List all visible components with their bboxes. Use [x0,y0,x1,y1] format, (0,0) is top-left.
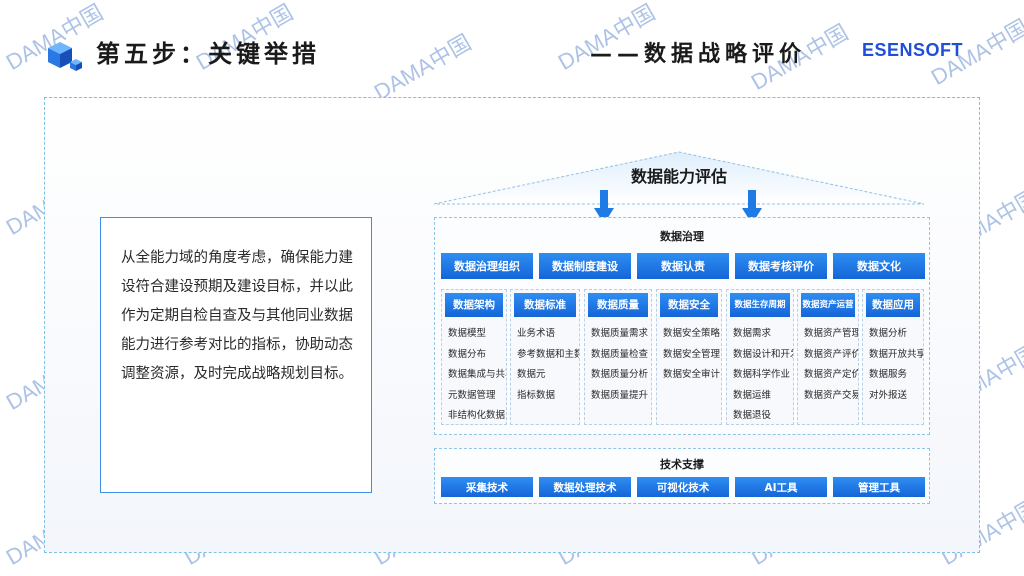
domain-item: 数据科学作业 [733,369,791,380]
roof-title: 数据能力评估 [630,167,727,186]
domain-item: 数据分析 [869,328,908,339]
page-title: 第五步：关键举措 [96,40,320,68]
domain-column-title: 数据资产运营 [801,293,855,317]
domain-item: 数据质量需求 [591,328,649,339]
domain-item: 数据质量提升 [591,389,649,401]
governance-item: 数据制度建设 [539,253,631,279]
domain-item: 数据设计和开发 [733,348,794,360]
domain-item: 数据资产管理 [804,328,859,339]
down-arrow-icon [742,190,762,224]
domain-item: 数据质量检查 [591,348,649,360]
domain-item: 指标数据 [517,389,556,401]
domain-item: 数据资产交易 [804,389,859,401]
governance-item: 数据考核评价 [735,253,827,279]
domain-column: 数据安全 数据安全策略 数据安全管理 数据安全审计 [656,289,722,425]
domain-column-title: 数据应用 [866,293,920,317]
domain-item: 数据资产定价 [804,369,859,380]
domain-item: 数据开放共享 [869,348,924,360]
domain-column: 数据质量 数据质量需求 数据质量检查 数据质量分析 数据质量提升 [584,289,652,425]
tech-item: 管理工具 [833,477,925,497]
governance-item: 数据文化 [833,253,925,279]
domain-item: 数据安全管理 [663,348,721,360]
domain-item: 数据资产评价 [804,348,859,360]
domain-column-title: 数据安全 [660,293,718,317]
domain-item: 数据运维 [733,389,772,401]
domain-item: 数据集成与共享 [448,369,506,380]
tech-item: AI工具 [735,477,827,497]
domain-item: 数据安全审计 [663,369,721,380]
domain-item: 数据模型 [448,328,487,339]
governance-title: 数据治理 [660,230,704,243]
domain-column-title: 数据生存周期 [730,293,790,317]
domain-column-title: 数据架构 [445,293,503,317]
domain-column: 数据生存周期 数据需求 数据设计和开发 数据科学作业 数据运维 数据退役 [726,289,794,425]
description-box: 从全能力域的角度考虑，确保能力建设符合建设预期及建设目标，并以此作为定期自检自查… [100,217,372,493]
watermark: DAMA中国 [369,29,476,106]
domain-column: 数据应用 数据分析 数据开放共享 数据服务 对外报送 [862,289,924,425]
domain-column-title: 数据标准 [514,293,576,317]
domain-item: 数据需求 [733,328,772,339]
roof-shape [434,151,924,205]
tech-item: 采集技术 [441,477,533,497]
domain-item: 数据安全策略 [663,328,721,339]
domain-item: 非结构化数据 [448,410,506,421]
domain-item: 元数据管理 [448,389,496,401]
governance-item: 数据认责 [637,253,729,279]
domain-item: 业务术语 [517,328,556,339]
domain-item: 数据质量分析 [591,369,649,380]
page-subtitle: ——数据战略评价 [590,42,807,67]
domain-column-title: 数据质量 [588,293,648,317]
domain-item: 数据分布 [448,348,487,360]
cube-logo-icon [48,42,82,71]
down-arrow-icon [594,190,614,224]
description-text: 从全能力域的角度考虑，确保能力建设符合建设预期及建设目标，并以此作为定期自检自查… [121,250,353,382]
domain-item: 数据元 [517,369,546,380]
domain-column: 数据架构 数据模型 数据分布 数据集成与共享 元数据管理 非结构化数据 [441,289,507,425]
tech-support-title: 技术支撑 [660,458,704,471]
domain-item: 数据退役 [733,410,772,421]
tech-item: 可视化技术 [637,477,729,497]
domain-column: 数据资产运营 数据资产管理 数据资产评价 数据资产定价 数据资产交易 [797,289,859,425]
domain-item: 对外报送 [869,389,908,401]
brand-logo-text: ESENSOFT [862,40,964,60]
governance-item: 数据治理组织 [441,253,533,279]
domain-item: 数据服务 [869,369,908,380]
tech-item: 数据处理技术 [539,477,631,497]
